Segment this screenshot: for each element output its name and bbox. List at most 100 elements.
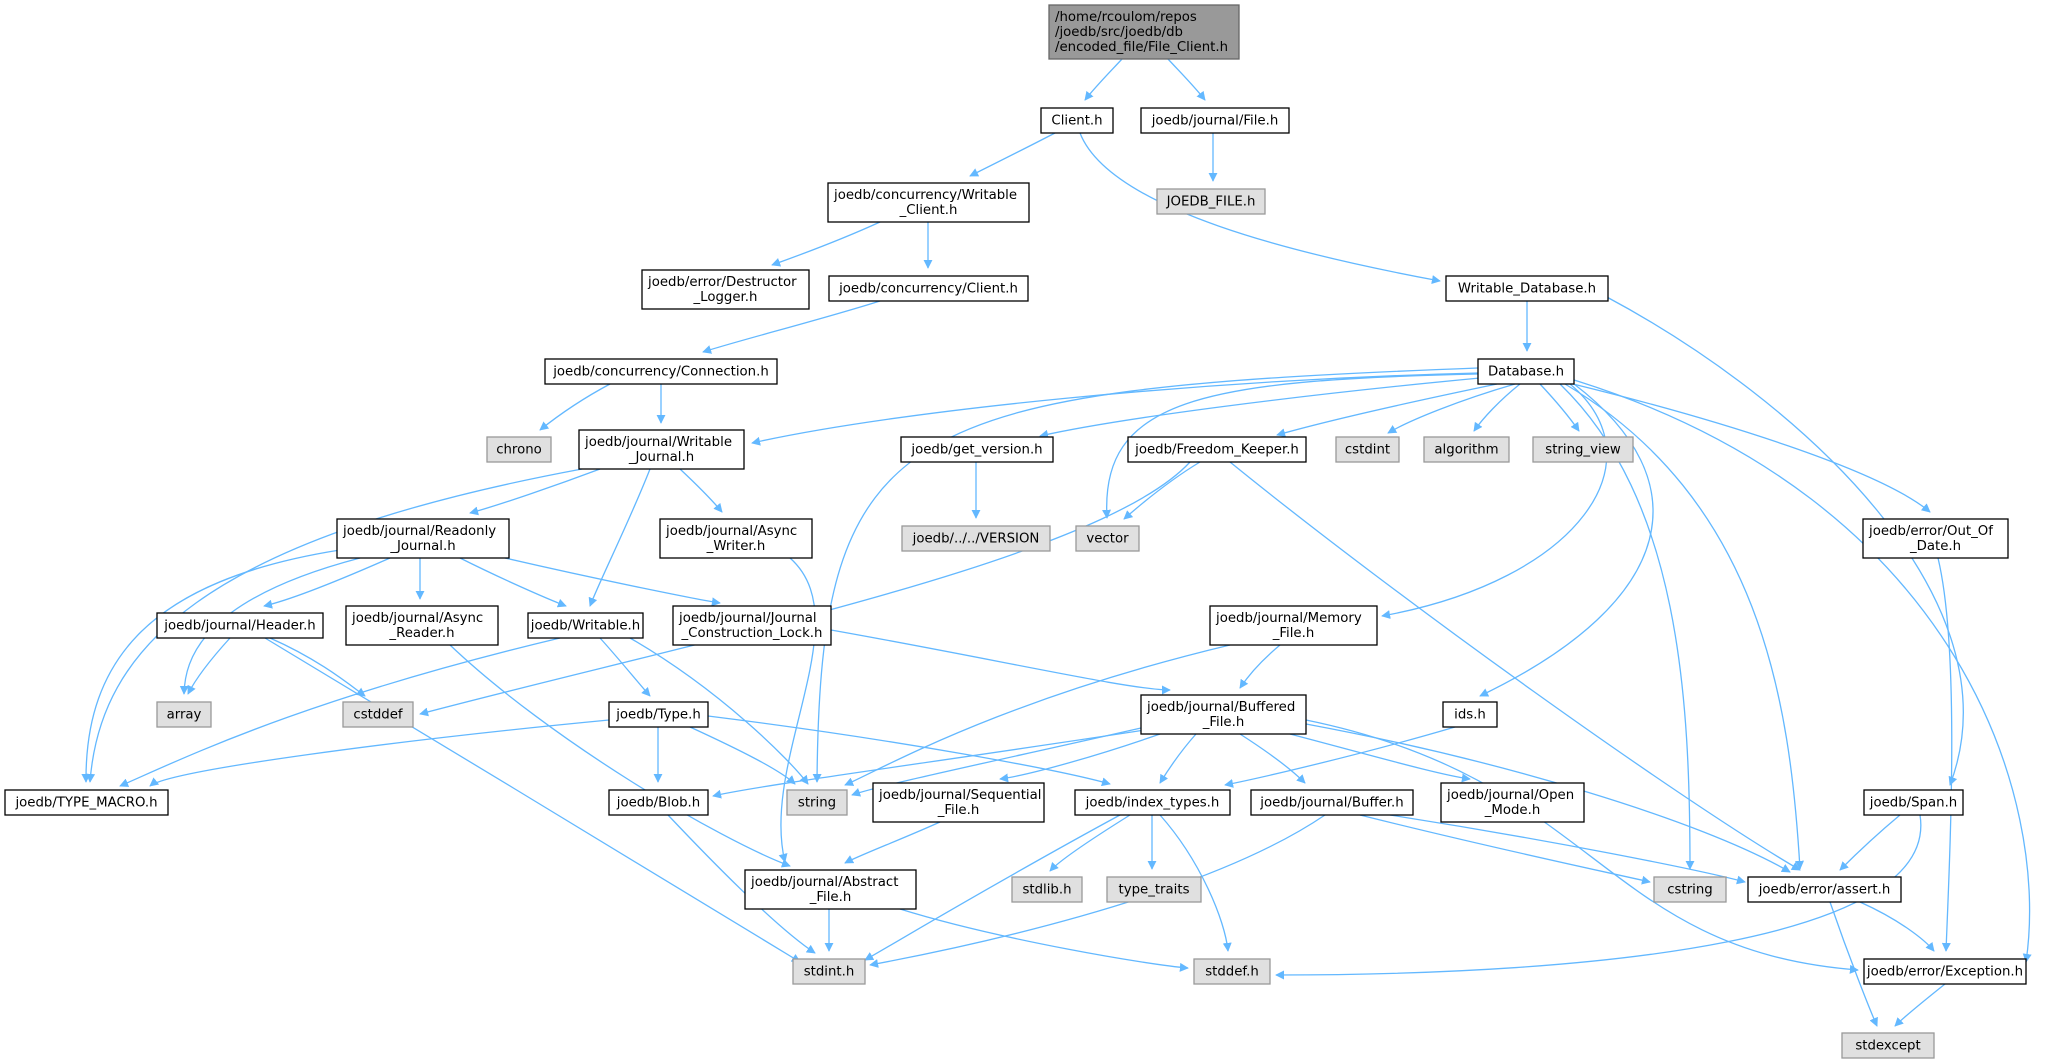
node-type_traits: type_traits — [1106, 876, 1202, 903]
node-label: stddef.h — [1205, 965, 1259, 980]
node-label: _Journal.h — [628, 450, 694, 465]
node-box — [827, 182, 1030, 223]
node-span_h[interactable]: joedb/Span.h — [1863, 789, 1964, 816]
edge-out_of_date-to-exception — [1937, 557, 1953, 952]
node-type_h[interactable]: joedb/Type.h — [608, 701, 709, 728]
node-box — [486, 436, 552, 463]
node-box — [901, 525, 1051, 552]
node-freedom_keeper[interactable]: joedb/Freedom_Keeper.h — [1127, 436, 1307, 463]
node-label: joedb/concurrency/Client.h — [838, 282, 1018, 297]
node-assert_h[interactable]: joedb/error/assert.h — [1747, 876, 1902, 903]
node-joedb_file: JOEDB_FILE.h — [1156, 188, 1266, 215]
node-label: cstddef — [353, 708, 403, 723]
node-ids_h[interactable]: ids.h — [1442, 701, 1498, 728]
node-label: string — [798, 796, 836, 811]
node-label: joedb/error/Destructor — [647, 275, 797, 290]
node-vector: vector — [1075, 525, 1140, 552]
node-type_macro[interactable]: joedb/TYPE_MACRO.h — [4, 789, 169, 816]
node-buffered_file[interactable]: joedb/journal/Buffered_File.h — [1140, 694, 1307, 735]
node-destructor_logger[interactable]: joedb/error/Destructor_Logger.h — [641, 269, 810, 310]
edge-type_h-to-string — [689, 726, 796, 785]
node-box — [608, 789, 709, 816]
node-label: joedb/journal/Buffered — [1146, 700, 1295, 715]
node-memory_file[interactable]: joedb/journal/Memory_File.h — [1209, 605, 1378, 646]
edge-root-to-client_h — [1084, 58, 1123, 101]
node-box — [156, 612, 324, 639]
node-header[interactable]: joedb/journal/Header.h — [156, 612, 324, 639]
node-blob_h[interactable]: joedb/Blob.h — [608, 789, 709, 816]
node-label: joedb/concurrency/Writable — [833, 188, 1017, 203]
node-writable_journal[interactable]: joedb/journal/Writable_Journal.h — [578, 429, 745, 470]
edge-async_reader-to-abstract_file — [449, 644, 791, 868]
node-database[interactable]: Database.h — [1477, 358, 1575, 385]
edge-type_h-to-index_types — [707, 715, 1111, 787]
node-label: /encoded_file/File_Client.h — [1055, 40, 1228, 55]
edge-buffered_file-to-index_types — [1159, 733, 1197, 784]
node-box — [672, 605, 832, 646]
node-box — [786, 789, 848, 816]
edge-buffered_file-to-open_mode — [1289, 733, 1471, 783]
node-box — [1477, 358, 1575, 385]
node-writable_database[interactable]: Writable_Database.h — [1445, 275, 1609, 302]
edge-connection-to-chrono — [539, 383, 611, 431]
node-async_reader[interactable]: joedb/journal/Async_Reader.h — [345, 605, 499, 646]
node-label: _Writer.h — [706, 539, 766, 554]
edge-database-to-out_of_date — [1572, 383, 1931, 513]
node-label: type_traits — [1118, 883, 1189, 898]
node-label: joedb/index_types.h — [1085, 796, 1220, 811]
node-label: stdexcept — [1855, 1039, 1920, 1054]
node-connection[interactable]: joedb/concurrency/Connection.h — [544, 358, 778, 385]
node-exception[interactable]: joedb/error/Exception.h — [1863, 958, 2027, 985]
edge-database-to-cstdint — [1387, 383, 1516, 434]
node-box — [1209, 605, 1378, 646]
node-journal_file[interactable]: joedb/journal/File.h — [1140, 107, 1290, 134]
node-open_mode[interactable]: joedb/journal/Open_Mode.h — [1440, 782, 1585, 823]
node-readonly_journal[interactable]: joedb/journal/Readonly_Journal.h — [336, 518, 510, 559]
edge-database-to-memory_file — [1381, 383, 1608, 619]
node-writable_h[interactable]: joedb/Writable.h — [527, 612, 644, 639]
node-abstract_file[interactable]: joedb/journal/Abstract_File.h — [744, 869, 917, 910]
edge-buffered_file-to-sequential_file — [999, 733, 1161, 783]
node-box — [1747, 876, 1902, 903]
edge-type_h-to-type_macro — [149, 719, 610, 787]
node-box — [1075, 525, 1140, 552]
node-buffer_h[interactable]: joedb/journal/Buffer.h — [1250, 789, 1414, 816]
nodes-layer: /home/rcoulom/repos/joedb/src/joedb/db/e… — [4, 4, 2027, 1059]
edge-writable_h-to-type_h — [599, 637, 651, 697]
edge-assert_h-to-stdexcept — [1829, 901, 1878, 1027]
node-label: _File.h — [937, 803, 980, 818]
node-label: joedb/journal/Sequential — [878, 788, 1041, 803]
node-label: string_view — [1545, 443, 1621, 458]
edge-buffered_file-to-string — [851, 727, 1142, 797]
node-label: Client.h — [1051, 114, 1102, 129]
node-box — [1423, 436, 1510, 463]
node-label: _File.h — [1202, 715, 1245, 730]
node-writable_client[interactable]: joedb/concurrency/Writable_Client.h — [827, 182, 1030, 223]
node-get_version[interactable]: joedb/get_version.h — [900, 436, 1054, 463]
node-out_of_date[interactable]: joedb/error/Out_Of_Date.h — [1862, 518, 2009, 559]
node-label: /joedb/src/joedb/db — [1055, 25, 1183, 40]
node-box — [1863, 958, 2027, 985]
node-label: _Mode.h — [1484, 803, 1541, 818]
edge-buffered_file-to-exception — [1305, 719, 1859, 974]
node-string: string — [786, 789, 848, 816]
node-label: _Logger.h — [693, 290, 758, 305]
node-root[interactable]: /home/rcoulom/repos/joedb/src/joedb/db/e… — [1048, 4, 1240, 60]
node-stddef: stddef.h — [1193, 958, 1271, 985]
edge-writable_client-to-destructor_logger — [771, 221, 881, 267]
node-box — [1106, 876, 1202, 903]
node-label: cstdint — [1345, 443, 1390, 458]
node-index_types[interactable]: joedb/index_types.h — [1074, 789, 1231, 816]
node-client_h[interactable]: Client.h — [1040, 107, 1114, 134]
node-box — [1140, 694, 1307, 735]
node-construction_lock[interactable]: joedb/journal/Journal_Construction_Lock.… — [672, 605, 832, 646]
edge-buffered_file-to-blob_h — [712, 729, 1146, 799]
node-sequential_file[interactable]: joedb/journal/Sequential_File.h — [872, 782, 1045, 823]
edge-database-to-writable_journal — [751, 372, 1479, 446]
edge-assert_h-to-exception — [1859, 901, 1935, 952]
node-label: chrono — [496, 443, 542, 458]
node-concurrency_client[interactable]: joedb/concurrency/Client.h — [828, 275, 1029, 302]
node-stdint: stdint.h — [792, 958, 866, 985]
node-box — [1863, 789, 1964, 816]
node-async_writer[interactable]: joedb/journal/Async_Writer.h — [659, 518, 813, 559]
